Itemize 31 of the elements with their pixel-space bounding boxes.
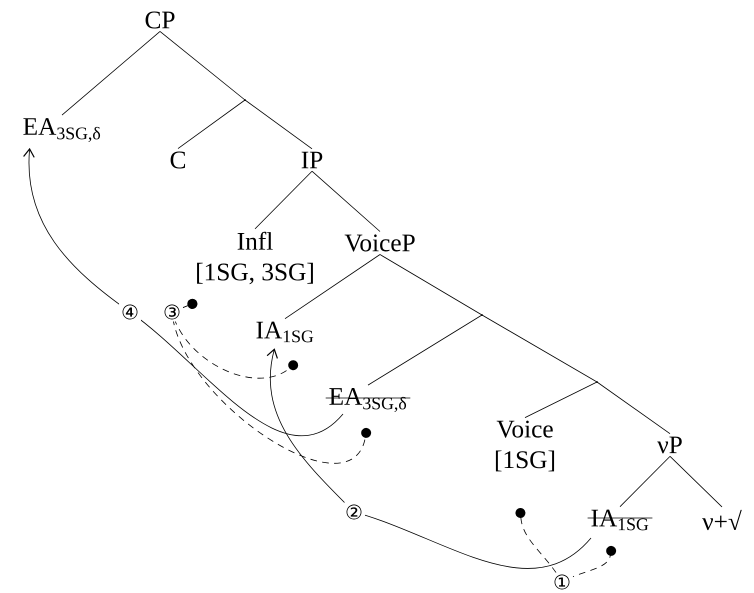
tree-branch [312,170,380,232]
tree-branch [368,314,482,386]
tree-label: νP [657,436,682,454]
tree-label: IP [302,152,322,168]
edge-label: ④ [119,302,141,322]
tree-branch [670,456,722,508]
edge-label: ③ [161,302,183,322]
tree-branch [254,170,312,230]
tree-label: CP [146,12,174,29]
tree-label: C [170,152,186,169]
tree-label: Infl [1SG, 3SG] [197,232,313,284]
tree-label: IA$_{1SG}$ [256,322,314,342]
tree-branch [160,31,246,100]
tree-label: Voice [1SG] [496,420,554,472]
tree-branch [482,314,598,382]
agreement-arrow [23,148,344,436]
tree-branch [244,100,312,150]
tree-label: VoiceP [344,234,415,252]
tree-branch [620,456,670,508]
edge-label: ② [343,502,365,522]
tree-label: ν+√ [702,510,742,530]
tree-branch [380,254,482,316]
agreement-arrow [172,298,372,464]
tree-label: EA$_{3SG,δ}$ [23,118,100,142]
tree-branch [178,100,246,149]
agreement-arrow [266,348,592,569]
tree-branch [524,382,598,418]
edge-label: ① [551,572,573,592]
tree-branch [596,382,670,434]
tree-branch [284,254,380,320]
tree-branch [62,31,160,116]
